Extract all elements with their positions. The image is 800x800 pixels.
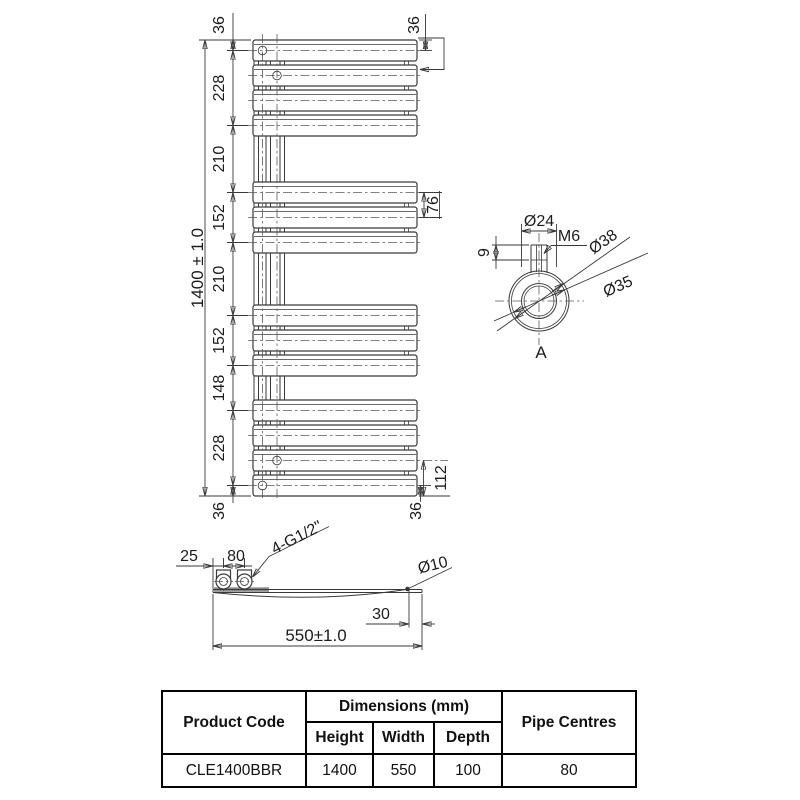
dim-left-36-bottom: 36 bbox=[211, 502, 228, 520]
dim-left-228b: 228 bbox=[211, 435, 228, 462]
header-width: Width bbox=[372, 721, 435, 755]
mounting-hole bbox=[257, 480, 268, 491]
dim-left-36-top: 36 bbox=[211, 16, 228, 34]
detail-view: Ø24 M6 9 Ø38 Ø35 A bbox=[476, 213, 649, 362]
dim-thread: 4-G1/2" bbox=[269, 518, 325, 558]
header-dimensions: Dimensions (mm) bbox=[305, 690, 503, 723]
cell-pipe-centres: 80 bbox=[501, 753, 637, 788]
mounting-hole bbox=[272, 70, 282, 81]
dim-25: 25 bbox=[180, 548, 198, 565]
dim-dia38: Ø38 bbox=[586, 227, 621, 258]
cell-height: 1400 bbox=[305, 753, 374, 788]
mounting-hole bbox=[257, 45, 268, 56]
header-depth: Depth bbox=[433, 721, 503, 755]
dim-overall-width: 550±1.0 bbox=[285, 626, 346, 645]
front-view: 36 228 210 152 210 152 148 228 36 1400 ±… bbox=[188, 13, 450, 520]
dim-dia35: Ø35 bbox=[601, 273, 636, 301]
cell-width: 550 bbox=[372, 753, 435, 788]
dim-left-152b: 152 bbox=[211, 327, 228, 354]
dim-80: 80 bbox=[227, 548, 245, 565]
cell-product-code: CLE1400BBR bbox=[161, 753, 307, 788]
dim-bottom-right-36: 36 bbox=[408, 502, 425, 520]
header-product-code: Product Code bbox=[161, 690, 307, 755]
dim-dia24: Ø24 bbox=[524, 213, 554, 230]
dim-left-152: 152 bbox=[211, 204, 228, 231]
spec-table: Product Code Dimensions (mm) Pipe Centre… bbox=[161, 690, 637, 788]
dim-mid-right-76: 76 bbox=[425, 196, 442, 214]
cell-depth: 100 bbox=[433, 753, 503, 788]
dim-dia10: Ø10 bbox=[416, 554, 450, 578]
dim-left-210b: 210 bbox=[211, 266, 228, 293]
dim-top-right-36: 36 bbox=[406, 16, 423, 34]
plan-view: Ø10 25 80 4-G1/2" 30 550±1.0 bbox=[176, 518, 453, 650]
dim-left-148: 148 bbox=[211, 375, 228, 402]
header-height: Height bbox=[305, 721, 374, 755]
dim-30: 30 bbox=[372, 606, 390, 623]
dim-left-210: 210 bbox=[211, 146, 228, 173]
view-label-a: A bbox=[535, 343, 547, 362]
mounting-hole bbox=[272, 455, 282, 466]
dim-left-228: 228 bbox=[211, 75, 228, 102]
table-row: CLE1400BBR 1400 550 100 80 bbox=[161, 753, 637, 788]
dim-bottom-right-112: 112 bbox=[433, 465, 450, 491]
header-pipe-centres: Pipe Centres bbox=[501, 690, 637, 755]
dim-m6: M6 bbox=[558, 228, 580, 245]
dim-9: 9 bbox=[476, 248, 493, 257]
dim-overall-height: 1400 ± 1.0 bbox=[188, 228, 207, 308]
